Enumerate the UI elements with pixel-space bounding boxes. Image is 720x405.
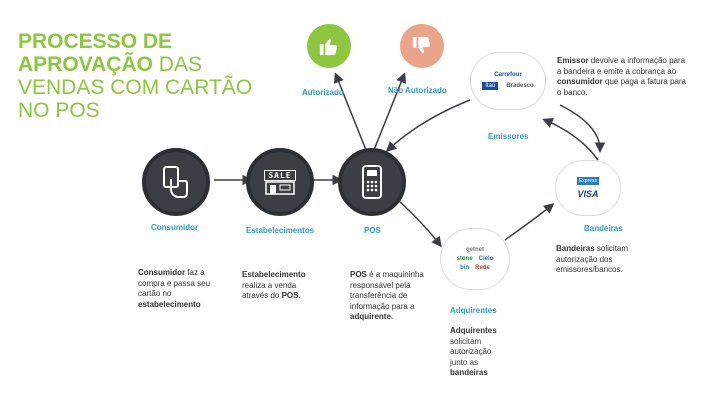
- emissores-label: Emissores: [488, 132, 529, 141]
- pos-label: POS: [364, 226, 381, 235]
- estabelecimentos-description: Estabelecimento realiza a venda através …: [242, 270, 306, 300]
- adquirentes-label: Adquirentes: [450, 306, 497, 315]
- adquirentes-description: Adquirentes solicitam autorização junto …: [450, 326, 497, 377]
- consumidor-description: Consumidor faz a compra e passa seu cart…: [138, 268, 211, 309]
- estabelecimentos-label: Estabelecimentos: [246, 226, 315, 235]
- shop-icon: SALE: [246, 148, 314, 216]
- thumbs-down-icon: [400, 24, 444, 68]
- itau-logo: Itaú: [482, 82, 499, 90]
- bandeiras-description: Bandeiras solicitam autorização dos emis…: [556, 244, 629, 274]
- page-title: PROCESSO DE APROVAÇÃO DAS VENDAS COM CAR…: [18, 30, 253, 122]
- thumbs-up-icon: [307, 24, 351, 68]
- adquirentes-logo-cluster: getnet stone Cielo bin Rede: [440, 228, 510, 290]
- carrefour-logo: Carrefour: [494, 72, 522, 78]
- consumidor-label: Consumidor: [151, 223, 199, 232]
- emissores-logo-cluster: Carrefour Itaú Bradesco: [470, 52, 546, 110]
- getnet-logo: getnet: [466, 247, 484, 253]
- bin-logo: bin: [460, 265, 470, 271]
- amex-logo: Express: [576, 177, 600, 185]
- emissores-description: Emissor devolve a informação para a band…: [557, 56, 686, 97]
- approved-label: Autorizado: [302, 88, 344, 97]
- cielo-logo: Cielo: [478, 256, 494, 262]
- pos-terminal-icon: [338, 148, 406, 216]
- bradesco-logo: Bradesco: [506, 83, 534, 89]
- sale-sign: SALE: [264, 169, 296, 181]
- bandeiras-logo-cluster: Express VISA: [555, 160, 621, 216]
- rede-logo: Rede: [475, 265, 490, 271]
- bandeiras-label: Bandeiras: [584, 224, 623, 233]
- visa-logo: VISA: [577, 189, 599, 199]
- card-hand-icon: [142, 148, 210, 216]
- denied-label: Não Autorizado: [388, 86, 447, 95]
- pos-description: POS é a maquininha responsável pela tran…: [350, 270, 424, 321]
- stone-logo: stone: [456, 256, 473, 262]
